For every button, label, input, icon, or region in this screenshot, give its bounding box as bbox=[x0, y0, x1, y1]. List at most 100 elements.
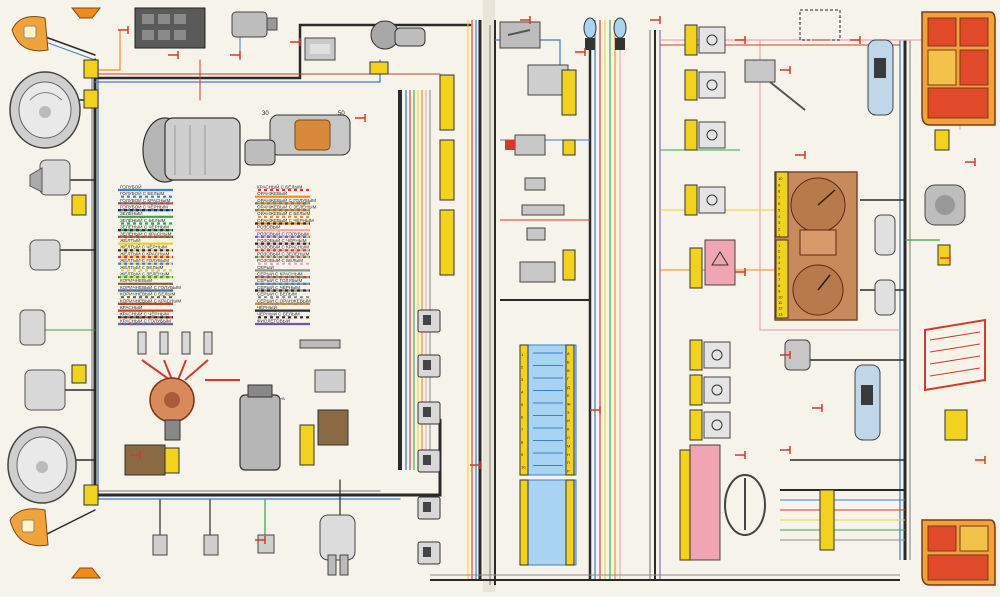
control-switch bbox=[684, 24, 726, 56]
dash-connector-number-b: 13 bbox=[778, 311, 783, 316]
spark-plugs bbox=[137, 331, 213, 355]
fuse: 4 bbox=[521, 390, 563, 395]
sound-signal-lower bbox=[19, 309, 66, 411]
ground-marker bbox=[650, 16, 661, 24]
dash-connector-number-b: 7 bbox=[778, 277, 781, 282]
fuse: 8 bbox=[521, 440, 563, 445]
fuse-letter: З bbox=[567, 410, 570, 415]
legend-item: ЖЁЛТЫЙ С ЧЁРНЫМ bbox=[118, 243, 173, 252]
rocker-switch bbox=[417, 496, 441, 520]
legend-item: ФИОЛЕТОВЫЙ bbox=[255, 316, 310, 326]
legend-item: ЗЕЛЁНЫЙ С КРАСНЫМ bbox=[118, 229, 173, 238]
fuse-letter: Е bbox=[567, 393, 570, 398]
ground-marker bbox=[118, 26, 129, 34]
dash-connector-number-b: 8 bbox=[778, 283, 781, 288]
ground-marker bbox=[735, 268, 746, 276]
fuse-letter: Д bbox=[567, 385, 570, 390]
legend-item: РОЗОВЫЙ С ГОЛУБЫМ bbox=[255, 229, 310, 238]
legend-label: КРАСНЫЙ С ЧЁРНЫМ bbox=[120, 310, 169, 317]
legend-label: ЖЁЛТЫЙ С ГОЛУБЫМ bbox=[120, 256, 169, 263]
dash-connector-number: 10 bbox=[778, 176, 783, 181]
fuse-letter: П bbox=[567, 460, 570, 465]
ground-marker bbox=[780, 66, 791, 74]
legend-item: ЖЁЛТЫЙ С КРАСНЫМ bbox=[118, 249, 173, 259]
dash-connector-number: 2 bbox=[778, 226, 781, 231]
fuse: 6 bbox=[521, 415, 563, 420]
center-harness bbox=[398, 20, 496, 585]
dash-connector-number-b: 9 bbox=[778, 289, 781, 294]
legend-label: ГОЛУБОЙ С ЧЁРНЫМ bbox=[120, 203, 168, 210]
legend-item: ОРАНЖЕВЫЙ С ЧЁРНЫМ bbox=[255, 216, 314, 225]
coil-label-b: +Б bbox=[280, 396, 285, 401]
ignition-distributor bbox=[141, 359, 240, 441]
fuse-row-number: 4 bbox=[521, 390, 524, 395]
carburetor-valve bbox=[521, 204, 565, 216]
low-oil-sensor bbox=[257, 534, 275, 554]
ground-point-top bbox=[70, 7, 102, 19]
dash-connector-number: 6 bbox=[778, 201, 781, 206]
legend-item: ГОЛУБОЙ С БЕЛЫМ bbox=[118, 189, 173, 198]
legend-label: СЕРЫЙ С ОРАНЖЕВЫМ bbox=[257, 296, 311, 303]
legend-label: ЧЁРНЫЙ bbox=[257, 303, 277, 310]
legend-item: СЕРЫЙ bbox=[255, 263, 310, 272]
fuse-row-number: 10 bbox=[521, 465, 526, 470]
hazard-relay-lower bbox=[319, 514, 356, 576]
dash-connector-number-b: 1 bbox=[778, 243, 781, 248]
center-relay-stacks bbox=[562, 139, 576, 281]
oil-pressure-sensor bbox=[152, 534, 168, 556]
ignition-switch bbox=[299, 409, 349, 466]
ground-markers bbox=[118, 16, 986, 544]
legend-item: ГОЛУБОЙ bbox=[118, 182, 173, 192]
dash-connector-number: 3 bbox=[778, 220, 781, 225]
legend-label: КРАСНЫЙ bbox=[120, 303, 142, 310]
legend-item: СЕРЫЙ С БЕЛЫМ bbox=[255, 290, 310, 299]
legend-label: ФИОЛЕТОВЫЙ bbox=[257, 316, 290, 323]
dash-connector-number: 9 bbox=[778, 182, 781, 187]
rocker-switch bbox=[417, 449, 441, 473]
fuse: 7 bbox=[521, 427, 563, 432]
dash-connector-number-b: 12 bbox=[778, 306, 783, 311]
legend-label: КОРИЧНЕВЫЙ С КРАСНЫМ bbox=[120, 296, 181, 303]
center-connector-stacks bbox=[369, 61, 455, 276]
legend-label: РОЗОВЫЙ С ЧЁРНЫМ bbox=[257, 236, 307, 243]
ground-marker bbox=[130, 451, 141, 459]
trunk-lamps bbox=[874, 214, 896, 316]
control-switch bbox=[684, 119, 726, 151]
fuse-letter: Н bbox=[567, 452, 570, 457]
battery bbox=[134, 7, 206, 49]
legend-item: ЧЁРНЫЙ С БЕЛЫМ bbox=[255, 310, 310, 319]
legend-item: ЖЁЛТЫЙ С ГОЛУБЫМ bbox=[118, 256, 173, 265]
fuel-sender bbox=[299, 339, 346, 393]
left-connector-blocks bbox=[71, 59, 99, 506]
alternator: 30 bbox=[142, 117, 255, 183]
ground-marker bbox=[575, 48, 586, 56]
legend-item: ЖЁЛТЫЙ С БЕЛЫМ bbox=[118, 263, 173, 272]
instrument-cluster bbox=[774, 171, 858, 321]
legend-label: ОРАНЖЕВЫЙ bbox=[257, 189, 287, 196]
legend-label: КРАСНЫЙ С БЕЛЫМ bbox=[257, 182, 302, 189]
fan-motor-right bbox=[924, 184, 966, 226]
legend-item: ЗЕЛЁНЫЙ bbox=[118, 209, 173, 218]
legend-label: ОРАНЖЕВЫЙ С ЧЁРНЫМ bbox=[257, 216, 314, 223]
starter-label-50: 50 bbox=[338, 111, 345, 117]
dash-connector-number-b: 6 bbox=[778, 272, 781, 277]
legend-item: СЕРЫЙ С ОРАНЖЕВЫМ bbox=[255, 296, 311, 305]
left-main-harness bbox=[29, 19, 472, 541]
relay-unit bbox=[304, 37, 336, 61]
legend-item: РОЗОВЫЙ С КРАСНЫМ bbox=[255, 243, 310, 252]
legend-label: КОРИЧНЕВЫЙ С ГОЛУБЫМ bbox=[120, 283, 181, 290]
fuse-letter: И bbox=[567, 418, 570, 423]
legend-item: КОРИЧНЕВЫЙ bbox=[118, 276, 173, 285]
ground-marker bbox=[520, 16, 531, 24]
headlamp-bulbs bbox=[583, 17, 627, 50]
legend-item: ОРАНЖЕВЫЙ С БЕЛЫМ bbox=[255, 209, 310, 218]
rear-defroster bbox=[924, 318, 986, 392]
reverse-switch bbox=[524, 177, 546, 191]
washer-pump bbox=[519, 261, 556, 283]
legend-label: РОЗОВЫЙ С ГОЛУБЫМ bbox=[257, 229, 309, 236]
legend-label: КОРИЧНЕВЫЙ С БЕЛЫМ bbox=[120, 290, 175, 297]
fuse-letter: В bbox=[567, 368, 570, 373]
small-relay-right bbox=[944, 409, 968, 441]
front-left-turn-lamp-lower bbox=[9, 508, 49, 547]
